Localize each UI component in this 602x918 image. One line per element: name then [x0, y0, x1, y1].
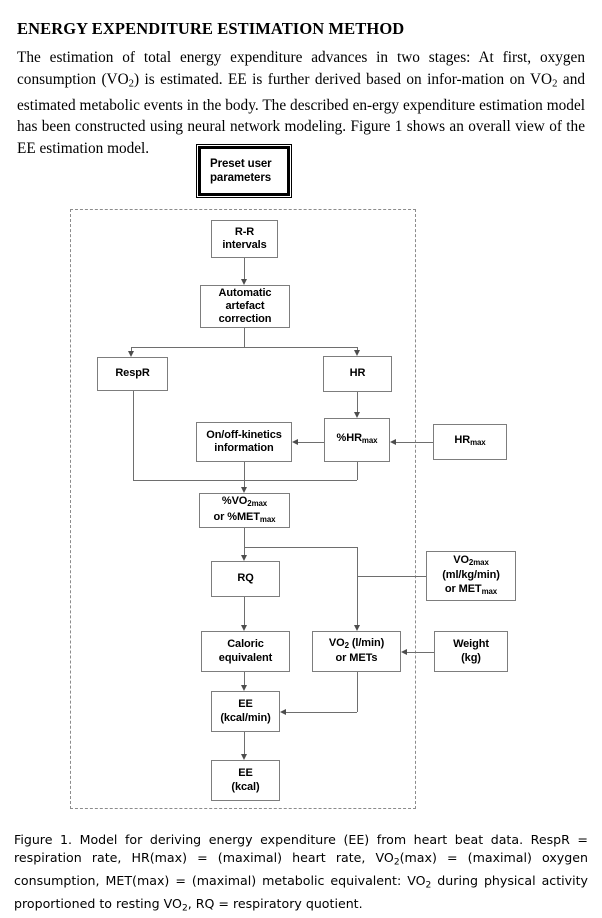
node-label: %HRmax — [336, 432, 378, 446]
arrowhead-bus-to-vo2 — [353, 625, 360, 631]
node-label: Weight(kg) — [453, 638, 489, 664]
edge-percent-vo2max-stem — [244, 528, 245, 547]
edge-percent-hrmax-down — [357, 462, 358, 480]
edge-vo2-down — [357, 672, 358, 712]
edge-artefact-stem — [244, 328, 245, 347]
node-label: EE(kcal/min) — [220, 698, 271, 724]
edge-kinetics-to-percent-vo2max — [244, 462, 245, 487]
edge-percent-vo2max-bus — [244, 547, 357, 548]
node-weight[interactable]: Weight(kg) — [434, 631, 508, 672]
node-hr-max[interactable]: HRmax — [433, 424, 507, 460]
edge-weight-to-vo2 — [407, 652, 434, 653]
edge-bus-to-hr — [357, 347, 358, 350]
edge-artefact-bus — [131, 347, 358, 348]
arrowhead-kinetics-to-percent-vo2max — [240, 487, 247, 493]
node-label: VO2max(ml/kg/min)or METmax — [442, 554, 500, 596]
node-label: RQ — [237, 572, 254, 585]
arrowhead-rq-to-caloric — [240, 625, 247, 631]
edge-hrmax-to-percent-hrmax — [396, 442, 433, 443]
node-rq[interactable]: RQ — [211, 561, 280, 597]
edge-percent-hrmax-to-kinetics — [298, 442, 324, 443]
model-boundary-dashed-region — [70, 209, 416, 809]
arrowhead-ee-min-to-ee-kcal — [240, 754, 247, 760]
arrowhead-bus-to-rq — [240, 555, 247, 561]
section-heading: ENERGY EXPENDITURE ESTIMATION METHOD — [17, 19, 405, 39]
edge-bus-to-respr — [131, 347, 132, 351]
edge-rr-to-artefact — [244, 258, 245, 279]
edge-bus-to-vo2 — [357, 547, 358, 625]
node-respr[interactable]: RespR — [97, 357, 168, 391]
edge-lower-bus-to-percent-vo2max — [133, 480, 357, 481]
arrowhead-caloric-to-ee-min — [240, 685, 247, 691]
node-label: HR — [349, 367, 366, 380]
arrowhead-bus-to-hr — [353, 350, 360, 356]
edge-hr-to-percent-hrmax — [357, 392, 358, 412]
figure-caption: Figure 1. Model for deriving energy expe… — [14, 831, 588, 914]
intro-paragraph: The estimation of total energy expenditu… — [17, 49, 585, 157]
arrowhead-percent-hrmax-to-kinetics — [292, 438, 298, 445]
node-ee-kcal-per-min[interactable]: EE(kcal/min) — [211, 691, 280, 732]
edge-vo2-to-ee-min — [286, 712, 357, 713]
node-ee-kcal[interactable]: EE(kcal) — [211, 760, 280, 801]
node-label: EE(kcal) — [231, 767, 260, 793]
arrowhead-hr-to-percent-hrmax — [353, 412, 360, 418]
arrowhead-bus-to-respr — [127, 351, 134, 357]
node-label: HRmax — [454, 434, 486, 448]
edge-caloric-to-ee-min — [244, 672, 245, 685]
edge-vo2max-to-vo2-branch — [357, 576, 426, 577]
node-percent-hr-max[interactable]: %HRmax — [324, 418, 390, 462]
node-label: VO2 (l/min)or METs — [328, 637, 385, 665]
arrowhead-rr-to-artefact — [240, 279, 247, 285]
arrowhead-weight-to-vo2 — [401, 648, 407, 655]
node-label: RespR — [115, 367, 150, 380]
arrowhead-hrmax-to-percent-hrmax — [390, 438, 396, 445]
arrowhead-vo2-to-ee-min — [280, 708, 286, 715]
edge-rq-to-caloric — [244, 597, 245, 625]
page-root: ENERGY EXPENDITURE ESTIMATION METHOD The… — [0, 19, 602, 913]
node-vo2-or-mets[interactable]: VO2 (l/min)or METs — [312, 631, 401, 672]
node-vo2max-absolute[interactable]: VO2max(ml/kg/min)or METmax — [426, 551, 516, 601]
node-hr[interactable]: HR — [323, 356, 392, 392]
edge-ee-min-to-ee-kcal — [244, 732, 245, 754]
edge-bus-to-rq — [244, 547, 245, 555]
edge-respr-down — [133, 391, 134, 480]
